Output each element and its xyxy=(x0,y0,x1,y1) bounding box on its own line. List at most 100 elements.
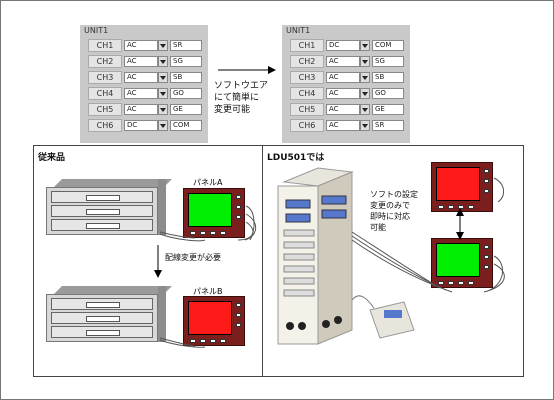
dropdown-arrow-icon[interactable] xyxy=(360,104,370,115)
coupling-select[interactable]: AC xyxy=(326,72,360,83)
drawer-handle xyxy=(86,209,120,215)
drawer-handle xyxy=(86,330,120,336)
drawer-rack-bottom xyxy=(46,286,172,342)
signal-mode-field[interactable]: SB xyxy=(372,72,404,83)
caption-line: 変更可能 xyxy=(214,105,251,115)
signal-mode-field[interactable]: SR xyxy=(372,120,404,131)
coupling-select[interactable]: AC xyxy=(326,88,360,99)
panel-side-button xyxy=(236,323,241,327)
panel-side-button xyxy=(484,169,489,173)
channel-label: CH1 xyxy=(88,39,122,52)
panel-bottom-button xyxy=(458,205,464,209)
channel-label: CH4 xyxy=(88,87,122,100)
drawer xyxy=(51,219,153,231)
panel-bottom-button xyxy=(190,339,196,343)
note-line: 変更のみで xyxy=(370,201,410,210)
panel-screen xyxy=(436,243,480,277)
channel-label: CH3 xyxy=(88,71,122,84)
signal-mode-field[interactable]: SG xyxy=(170,56,202,67)
panel-a xyxy=(183,188,245,238)
drawer xyxy=(51,191,153,203)
drawer-rack-top xyxy=(46,179,172,235)
panel-bottom-button xyxy=(200,339,206,343)
signal-mode-field[interactable]: GE xyxy=(372,104,404,115)
panel-side-button xyxy=(484,265,489,269)
ldu501-note: ソフトの設定 変更のみで 即時に対応 可能 xyxy=(370,189,418,233)
channel-label: CH5 xyxy=(88,103,122,116)
dropdown-arrow-icon[interactable] xyxy=(158,104,168,115)
panel-bottom-button xyxy=(200,231,206,235)
rack-lid xyxy=(54,286,172,294)
panel-b xyxy=(183,296,245,346)
rack-side xyxy=(158,179,166,235)
ldu501-title: LDU501では xyxy=(267,153,325,163)
dropdown-arrow-icon[interactable] xyxy=(360,72,370,83)
panel-side-button xyxy=(236,205,241,209)
panel-bottom-button xyxy=(210,339,216,343)
panel-a-label: パネルA xyxy=(193,178,223,187)
panel-bottom-button xyxy=(448,205,454,209)
drawer-handle xyxy=(86,223,120,229)
panel-bottom-button xyxy=(220,339,226,343)
signal-mode-field[interactable]: GO xyxy=(170,88,202,99)
panel-side-button xyxy=(236,313,241,317)
caption-line: にて簡単に xyxy=(214,93,260,103)
coupling-select[interactable]: AC xyxy=(326,56,360,67)
panel-side-button xyxy=(484,245,489,249)
panel-side-button xyxy=(484,179,489,183)
signal-mode-field[interactable]: SG xyxy=(372,56,404,67)
dropdown-arrow-icon[interactable] xyxy=(360,88,370,99)
channel-label: CH1 xyxy=(290,39,324,52)
coupling-select[interactable]: AC xyxy=(124,40,158,51)
drawer xyxy=(51,298,153,310)
signal-mode-field[interactable]: COM xyxy=(170,120,202,131)
dropdown-arrow-icon[interactable] xyxy=(360,40,370,51)
signal-mode-field[interactable]: COM xyxy=(372,40,404,51)
note-line: ソフトの設定 xyxy=(370,190,418,199)
signal-mode-field[interactable]: GO xyxy=(372,88,404,99)
drawer-handle xyxy=(86,316,120,322)
dropdown-arrow-icon[interactable] xyxy=(158,72,168,83)
dropdown-arrow-icon[interactable] xyxy=(360,120,370,131)
coupling-select[interactable]: AC xyxy=(326,120,360,131)
drawer-handle xyxy=(86,195,120,201)
panel-screen xyxy=(188,193,232,227)
panel-bottom-button xyxy=(210,231,216,235)
coupling-select[interactable]: DC xyxy=(124,120,158,131)
unit-title: UNIT1 xyxy=(286,26,311,35)
conventional-title: 従来品 xyxy=(38,153,66,163)
coupling-select[interactable]: AC xyxy=(124,56,158,67)
signal-mode-field[interactable]: GE xyxy=(170,104,202,115)
panel-bottom-button xyxy=(468,281,474,285)
coupling-select[interactable]: AC xyxy=(124,104,158,115)
dropdown-arrow-icon[interactable] xyxy=(158,88,168,99)
coupling-select[interactable]: AC xyxy=(124,88,158,99)
coupling-select[interactable]: DC xyxy=(326,40,360,51)
rack-body xyxy=(46,187,158,235)
dropdown-arrow-icon[interactable] xyxy=(158,56,168,67)
signal-mode-field[interactable]: SB xyxy=(170,72,202,83)
note-line: 即時に対応 xyxy=(370,212,410,221)
panel-bottom-button xyxy=(438,205,444,209)
coupling-select[interactable]: AC xyxy=(326,104,360,115)
channel-label: CH6 xyxy=(290,119,324,132)
dropdown-arrow-icon[interactable] xyxy=(158,40,168,51)
panel-side-button xyxy=(236,195,241,199)
dropdown-arrow-icon[interactable] xyxy=(360,56,370,67)
channel-label: CH4 xyxy=(290,87,324,100)
signal-mode-field[interactable]: SR xyxy=(170,40,202,51)
panel-bottom-button xyxy=(190,231,196,235)
panel-bottom-button xyxy=(220,231,226,235)
drawer xyxy=(51,312,153,324)
coupling-select[interactable]: AC xyxy=(124,72,158,83)
panel-side-button xyxy=(236,215,241,219)
dropdown-arrow-icon[interactable] xyxy=(158,120,168,131)
